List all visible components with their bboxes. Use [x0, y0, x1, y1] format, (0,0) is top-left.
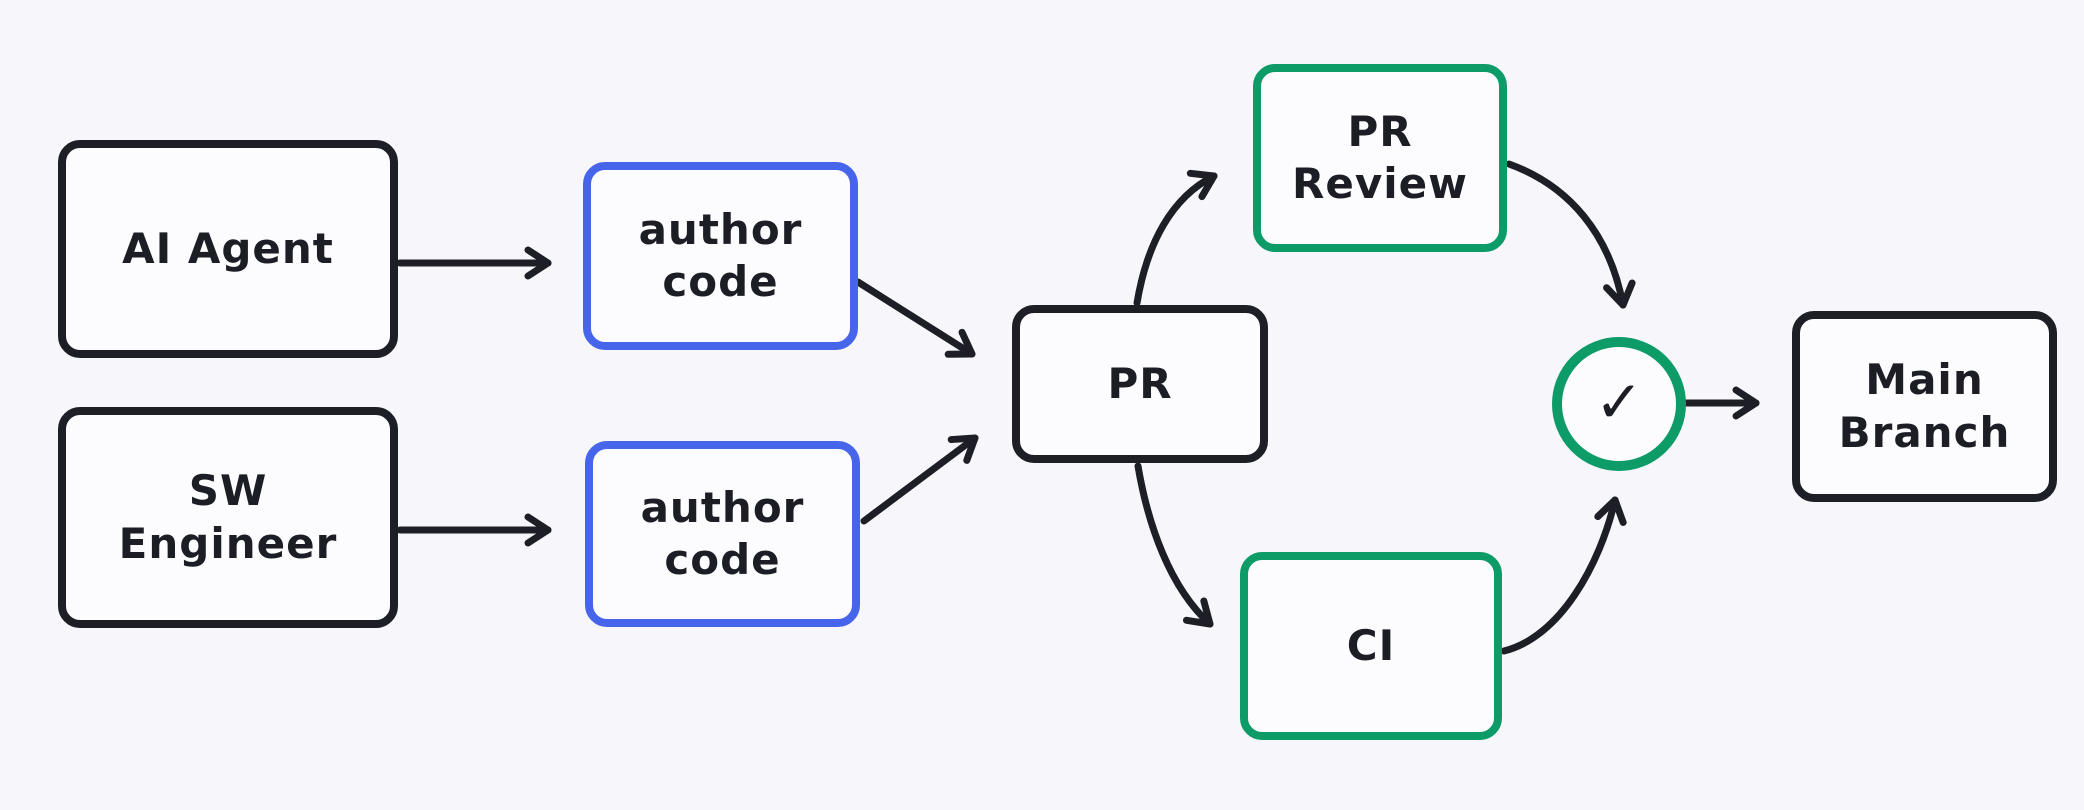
node-ci[interactable]: CI — [1240, 552, 1502, 740]
node-author-code-top[interactable]: author code — [583, 162, 858, 350]
node-author-code-bottom-label-line2: code — [664, 535, 781, 584]
node-sw-engineer-label-line1: SW — [188, 466, 268, 515]
node-ci-label: CI — [1346, 620, 1396, 670]
arrow-author-code-bottom-to-pr[interactable] — [860, 434, 979, 525]
node-pr-review[interactable]: PR Review — [1253, 64, 1507, 252]
node-author-code-top-label-line1: author — [638, 204, 803, 254]
node-author-code-top-label-line2: code — [662, 257, 779, 306]
node-ai-agent[interactable]: AI Agent — [58, 140, 398, 358]
node-pr-label: PR — [1107, 358, 1173, 408]
node-ai-agent-label: AI Agent — [122, 223, 334, 273]
node-main-branch[interactable]: Main Branch — [1792, 311, 2057, 502]
arrow-pr-to-pr-review[interactable] — [1133, 169, 1218, 307]
node-pr-review-label-line2: Review — [1292, 159, 1468, 208]
arrow-author-code-top-to-pr[interactable] — [854, 278, 976, 358]
node-pr[interactable]: PR — [1012, 305, 1268, 463]
arrow-ci-to-check[interactable] — [1500, 496, 1627, 655]
node-sw-engineer[interactable]: SW Engineer — [58, 407, 398, 628]
arrow-pr-review-to-check[interactable] — [1505, 160, 1636, 309]
node-main-branch-label-line1: Main — [1865, 355, 1984, 404]
node-author-code-bottom-label-line1: author — [640, 482, 805, 532]
arrow-pr-to-ci[interactable] — [1134, 462, 1214, 628]
node-pr-review-label-line1: PR — [1347, 106, 1413, 156]
node-main-branch-label-line2: Branch — [1838, 407, 2011, 457]
node-sw-engineer-label-line2: Engineer — [118, 518, 338, 568]
check-icon: ✓ — [1594, 368, 1644, 436]
node-checkpoint[interactable]: ✓ — [1552, 337, 1686, 471]
node-author-code-bottom[interactable]: author code — [585, 441, 860, 627]
